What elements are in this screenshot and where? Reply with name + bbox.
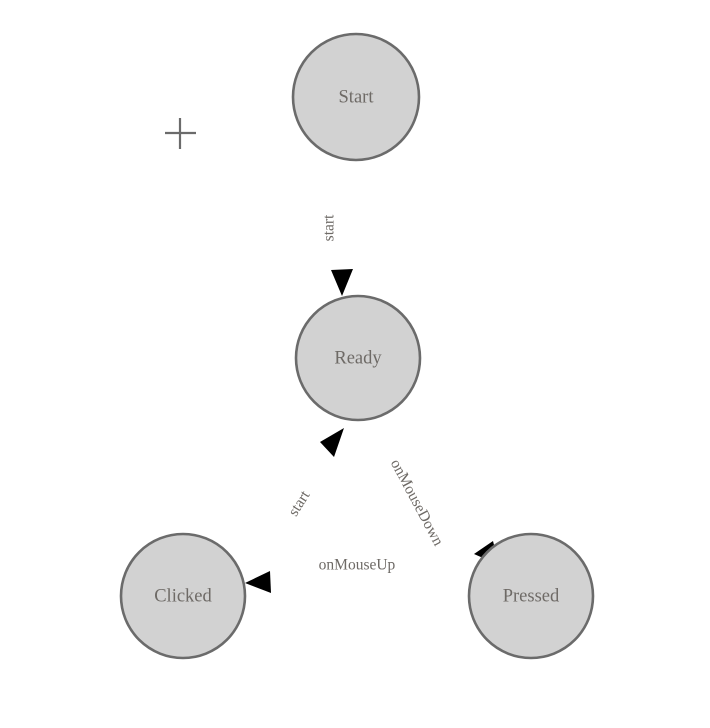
- edge-label-clicked-to-ready: start: [285, 487, 314, 519]
- arrowhead-pressed-to-clicked: [245, 571, 271, 593]
- edge-clicked-to-ready[interactable]: [228, 428, 344, 552]
- node-label-start: Start: [339, 87, 375, 107]
- edge-label-ready-to-pressed: onMouseDown: [387, 456, 447, 549]
- node-label-ready: Ready: [334, 348, 382, 368]
- edge-label-start-to-ready: start: [321, 214, 338, 241]
- node-pressed[interactable]: Pressed: [467, 532, 595, 660]
- node-circle-pressed[interactable]: [467, 532, 595, 660]
- edge-path-ready-to-pressed[interactable]: [400, 404, 487, 545]
- edge-start-to-ready[interactable]: [331, 160, 353, 296]
- node-clicked[interactable]: Clicked: [119, 532, 247, 660]
- node-circle-start[interactable]: [291, 32, 421, 162]
- edge-pressed-to-clicked[interactable]: [245, 571, 469, 593]
- node-start[interactable]: Start: [291, 32, 421, 162]
- edge-path-pressed-to-clicked[interactable]: [268, 576, 469, 588]
- arrowhead-clicked-to-ready: [320, 428, 344, 457]
- node-label-clicked: Clicked: [154, 586, 212, 606]
- edge-path-clicked-to-ready[interactable]: [228, 446, 328, 552]
- edge-label-pressed-to-clicked: onMouseUp: [319, 557, 396, 574]
- crosshair-icon: [165, 118, 196, 149]
- edge-path-start-to-ready[interactable]: [342, 160, 352, 272]
- node-label-pressed: Pressed: [503, 586, 560, 606]
- node-circle-ready[interactable]: [294, 294, 422, 422]
- node-circle-clicked[interactable]: [119, 532, 247, 660]
- arrowhead-start-to-ready: [331, 269, 353, 296]
- node-ready[interactable]: Ready: [294, 294, 422, 422]
